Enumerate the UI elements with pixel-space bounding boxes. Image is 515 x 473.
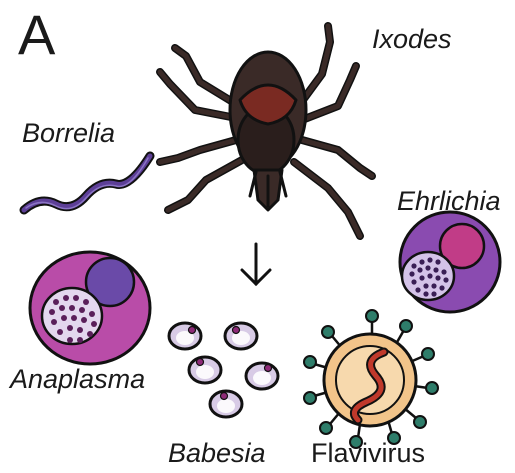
flavivirus-label: Flavivirus xyxy=(311,438,425,469)
tick-icon xyxy=(160,26,372,236)
spirochete-icon xyxy=(24,156,150,210)
babesia-cluster-icon xyxy=(169,323,278,417)
virus-icon xyxy=(304,310,438,448)
ehrlichia-label: Ehrlichia xyxy=(397,186,501,217)
anaplasma-label: Anaplasma xyxy=(10,364,145,395)
borrelia-label: Borrelia xyxy=(22,118,115,149)
ixodes-label: Ixodes xyxy=(372,24,452,55)
babesia-label: Babesia xyxy=(168,438,266,469)
anaplasma-cell-icon xyxy=(30,252,150,364)
ehrlichia-cell-icon xyxy=(400,212,500,312)
down-arrow-icon xyxy=(242,244,270,284)
panel-label: A xyxy=(18,2,55,67)
